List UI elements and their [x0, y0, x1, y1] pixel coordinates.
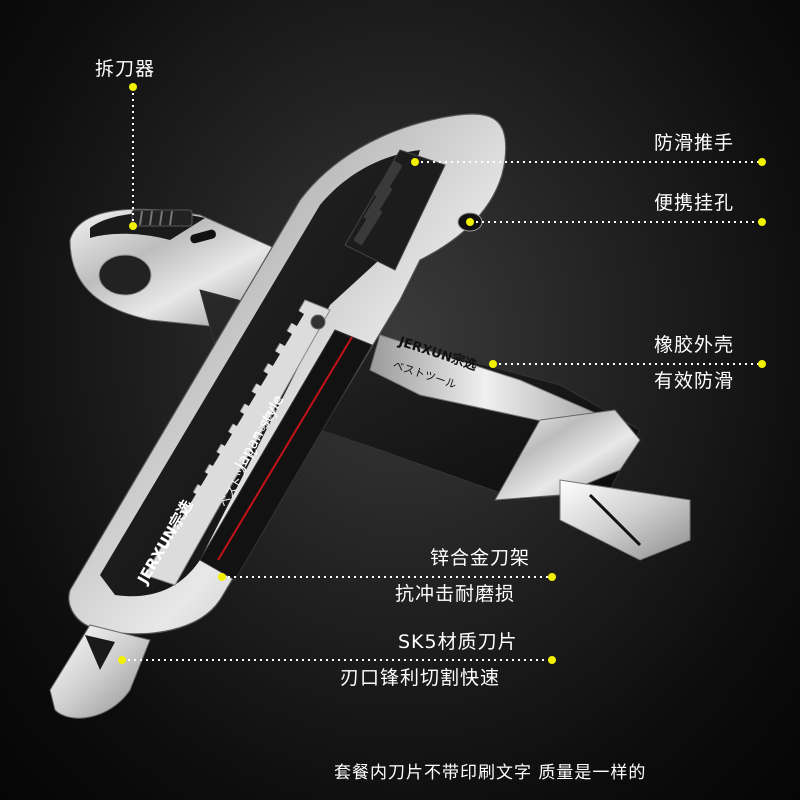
dot-frame	[218, 573, 226, 581]
blade	[49, 624, 151, 719]
dot-slider-end	[758, 158, 766, 166]
label-anti-slip-slider: 防滑推手	[654, 132, 735, 154]
dot-blade-end	[548, 656, 556, 664]
dot-blade-remover	[129, 222, 137, 230]
label-zinc-frame-1: 锌合金刀架	[430, 547, 531, 569]
label-hanging-hole: 便携挂孔	[654, 192, 735, 214]
anti-slip-slider	[310, 149, 446, 330]
label-blade-remover: 拆刀器	[95, 58, 156, 80]
label-sk5-blade-2: 刃口锋利切割快速	[340, 667, 501, 689]
label-rubber-shell-2: 有效防滑	[654, 370, 735, 392]
back-knife	[69, 208, 691, 561]
callout-lines	[122, 87, 762, 661]
dot-blade-remover-top	[129, 83, 137, 91]
footer-note: 套餐内刀片不带印刷文字 质量是一样的	[334, 763, 647, 783]
blade-remover	[131, 209, 193, 227]
callout-dots	[118, 83, 766, 664]
dot-blade	[118, 656, 126, 664]
dot-rubber	[489, 360, 497, 368]
label-zinc-frame-2: 抗冲击耐磨损	[395, 583, 516, 605]
dot-hole-end	[758, 218, 766, 226]
front-knife	[49, 113, 507, 719]
label-sk5-blade-1: SK5材质刀片	[398, 631, 518, 653]
dot-hole	[466, 218, 474, 226]
notch-ridges	[158, 310, 305, 547]
dot-slider	[411, 158, 419, 166]
label-rubber-shell-1: 橡胶外壳	[654, 334, 735, 356]
dot-rubber-end	[758, 360, 766, 368]
dot-frame-end	[548, 573, 556, 581]
